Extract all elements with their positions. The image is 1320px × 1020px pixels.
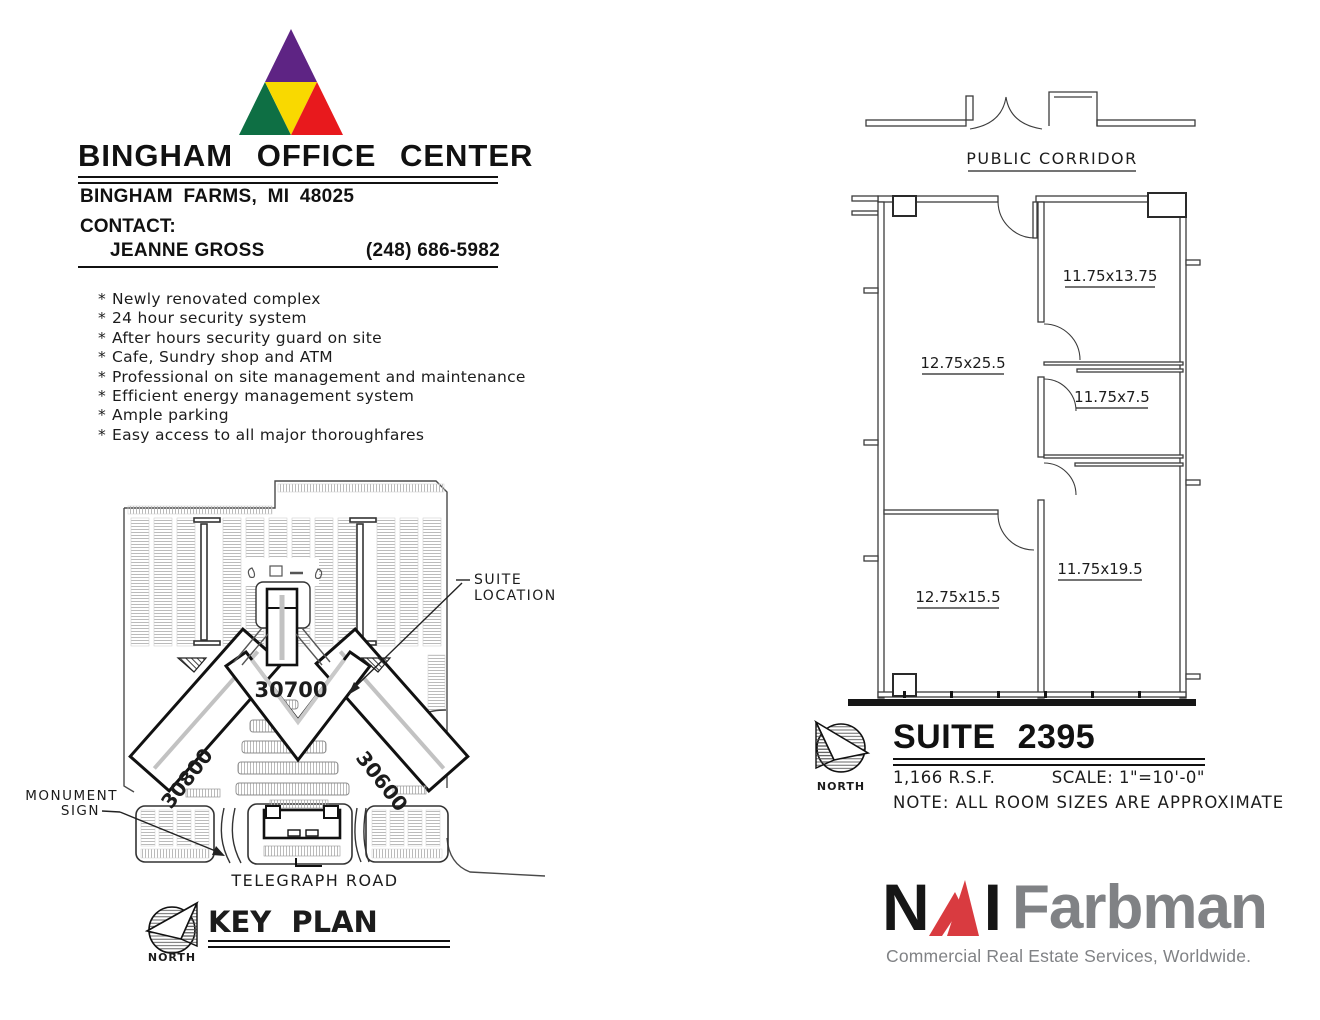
corridor-line (250, 658, 346, 726)
columns (892, 192, 1187, 697)
suite-note: NOTE: ALL ROOM SIZES ARE APPROXIMATE (893, 793, 1285, 812)
room-label-underlines (917, 286, 1155, 609)
brand-letter-n: N (882, 870, 930, 944)
building-tower (233, 581, 331, 667)
exterior-wall-band (848, 699, 1196, 706)
address: BINGHAM FARMS, MI 48025 (80, 186, 355, 207)
junction-hatch (360, 657, 392, 673)
road-label: TELEGRAPH ROAD (230, 871, 398, 890)
room-label: 12.75x15.5 (915, 588, 1000, 606)
parking-lot-center (247, 799, 353, 867)
parking-lot-right (365, 805, 449, 863)
contact-rule (78, 266, 498, 268)
building-label-30700: 30700 (254, 678, 327, 702)
room-label: 12.75x25.5 (920, 354, 1005, 372)
suite-location-line2: LOCATION (474, 588, 557, 604)
room-label: 11.75x19.5 (1057, 560, 1142, 578)
brand-letter-i: I (983, 870, 1002, 944)
suite-scale: SCALE: 1"=10'-0" (1051, 768, 1205, 787)
building-wing-30700 (223, 649, 373, 763)
page-title: BINGHAM OFFICE CENTER (78, 138, 534, 173)
walls (851, 95, 1201, 699)
feature-item: *Newly renovated complex (98, 290, 321, 308)
brand-tagline: Commercial Real Estate Services, Worldwi… (886, 946, 1252, 966)
brand-a-icon (928, 880, 979, 936)
title-rule-2 (78, 182, 498, 184)
key-plan-title: KEY PLAN (208, 905, 378, 939)
feature-item: *Easy access to all major thoroughfares (98, 425, 425, 444)
company-logo-icon (239, 29, 343, 135)
key-plan-drawing: 30700 30800 30600 SUITE LOCATION MONUMEN… (25, 480, 557, 964)
feature-item: *Ample parking (98, 406, 229, 425)
room-labels: 12.75x25.5 11.75x13.75 11.75x7.5 11.75x1… (915, 267, 1157, 606)
feature-item: *After hours security guard on site (98, 328, 382, 347)
north-label: NORTH (817, 780, 865, 793)
logo-left-triangle (239, 82, 291, 135)
suite-north-arrow-icon: NORTH (814, 719, 871, 793)
feature-item: *Professional on site management and mai… (98, 367, 526, 386)
contact-label: CONTACT: (80, 216, 176, 237)
monument-sign-callout: MONUMENT SIGN (25, 788, 225, 856)
corridor-alcove (1048, 91, 1098, 126)
feature-item: *Cafe, Sundry shop and ATM (98, 348, 333, 367)
suite-rule-1 (893, 758, 1205, 760)
floor-plan-drawing: PUBLIC CORRIDOR 12.75x25.5 11.75x13.75 1… (848, 91, 1201, 706)
parking-band (392, 785, 427, 795)
monument-line1: MONUMENT (25, 788, 118, 804)
junction-hatch (176, 657, 208, 673)
site-marks (247, 565, 323, 580)
room-label: 11.75x13.75 (1063, 267, 1158, 285)
suite-title: SUITE 2395 (893, 718, 1096, 756)
parking-band (277, 483, 445, 493)
suite-rsf: 1,166 R.S.F. (893, 768, 996, 787)
parking-band (127, 505, 273, 515)
suite-location-callout: SUITE LOCATION (348, 572, 557, 695)
feature-item: *Efficient energy management system (98, 387, 415, 406)
door-swings (969, 96, 1081, 551)
brand-name: Farbman (1012, 873, 1268, 942)
logo-center-triangle (265, 82, 317, 135)
room-label: 11.75x7.5 (1074, 388, 1150, 406)
feature-item: *24 hour security system (98, 309, 307, 328)
north-label: NORTH (148, 951, 196, 964)
entrance-islands (220, 807, 370, 864)
logo-top-triangle (265, 29, 317, 82)
mullion-ticks (903, 691, 1141, 698)
monument-line2: SIGN (61, 803, 100, 819)
contact-phone: (248) 686-5982 (365, 240, 500, 261)
suite-rule-2 (893, 764, 1205, 766)
brand-logo: N I Farbman (882, 870, 1268, 944)
title-rule-1 (78, 176, 498, 178)
contact-name: JEANNE GROSS (110, 240, 265, 261)
parking-band (185, 788, 221, 798)
logo-right-triangle (291, 82, 343, 135)
corridor-label: PUBLIC CORRIDOR (966, 149, 1137, 168)
north-arrow-icon: NORTH (144, 901, 199, 964)
feature-list: *Newly renovated complex *24 hour securi… (98, 290, 526, 445)
suite-location-line1: SUITE (474, 572, 522, 588)
